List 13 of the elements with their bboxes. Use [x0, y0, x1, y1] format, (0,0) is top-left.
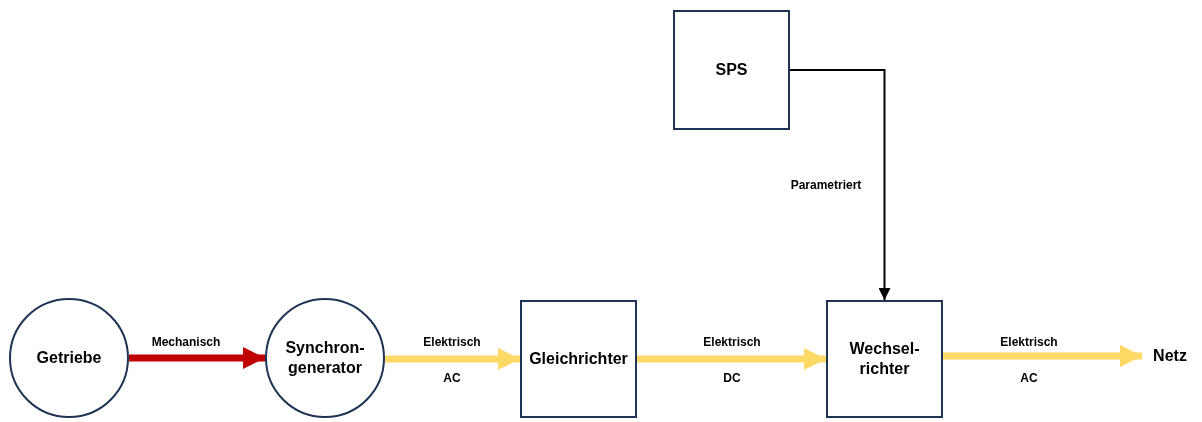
arrow — [385, 348, 520, 370]
node-text: Synchron-generator — [284, 338, 366, 378]
process-box — [520, 300, 637, 418]
arrow — [129, 347, 265, 369]
process-box — [673, 10, 790, 130]
node-text: Wechsel-richter — [848, 339, 921, 379]
process-box — [826, 300, 943, 418]
arrow — [789, 69, 891, 301]
node-text: Getriebe — [36, 348, 102, 368]
node-text: SPS — [715, 60, 748, 80]
arrow — [637, 348, 826, 370]
node-text: Netz — [1153, 346, 1187, 366]
node-text: Gleichrichter — [529, 349, 628, 369]
